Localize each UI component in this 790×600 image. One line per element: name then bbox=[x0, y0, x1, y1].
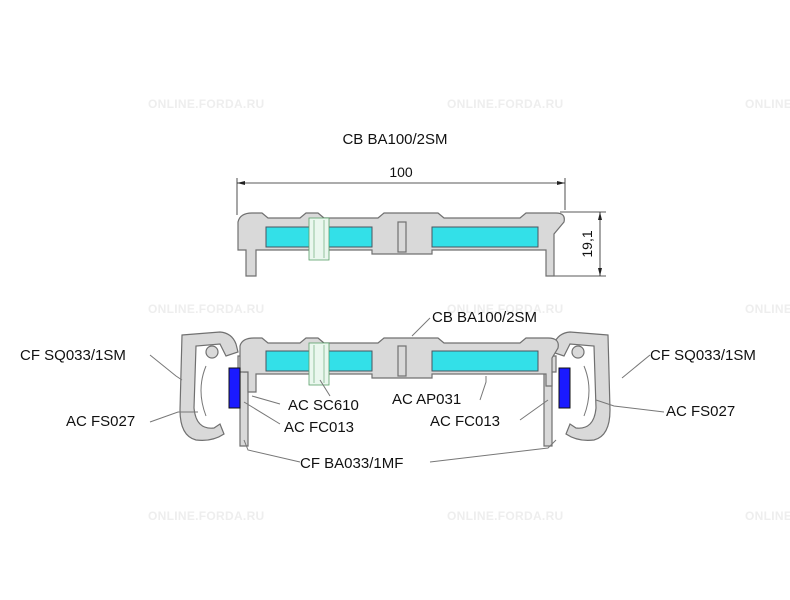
leader-base-right bbox=[429, 439, 557, 463]
screw-outline bbox=[308, 217, 330, 261]
watermark: ONLINE.FORDA.RU bbox=[745, 97, 790, 111]
watermark: ONLINE.FORDA.RU bbox=[148, 302, 265, 316]
dimension-arrow-right bbox=[557, 181, 565, 185]
seal-left bbox=[228, 367, 241, 409]
leader-side-left bbox=[149, 354, 183, 381]
top-view: 100 19,1 bbox=[236, 164, 606, 277]
side-profile-right-bead bbox=[571, 345, 585, 359]
side-profile-left bbox=[179, 331, 239, 441]
label-clip-right: AC FC013 bbox=[430, 413, 500, 430]
label-side-profile-left: CF SQ033/1SM bbox=[20, 347, 126, 364]
label-main-profile: CB BA100/2SM bbox=[432, 309, 537, 326]
leader-clip-left-2 bbox=[243, 401, 281, 425]
profile-center-rib bbox=[397, 221, 407, 253]
label-base-profile: CF BA033/1MF bbox=[300, 455, 403, 472]
drawing-title: CB BA100/2SM bbox=[342, 131, 447, 148]
leader-cover-left bbox=[149, 411, 198, 423]
assembly-view bbox=[179, 331, 611, 447]
label-screw: AC SC610 bbox=[288, 397, 359, 414]
screw-outline bbox=[308, 342, 330, 386]
insert-strip-right bbox=[431, 350, 539, 372]
leader-insert bbox=[479, 376, 487, 401]
label-cover-left: AC FS027 bbox=[66, 413, 135, 430]
watermark: ONLINE.FORDA.RU bbox=[447, 97, 564, 111]
cover-arc-left bbox=[200, 365, 207, 417]
profile-center-rib bbox=[397, 345, 407, 377]
insert-strip-right bbox=[431, 226, 539, 248]
label-clip-left: AC FC013 bbox=[284, 419, 354, 436]
leader-clip-right bbox=[519, 399, 549, 421]
dimension-arrow-top bbox=[598, 212, 602, 220]
cover-arc-right bbox=[583, 365, 590, 417]
watermark: ONLINE.FORDA.RU bbox=[447, 302, 564, 316]
leader-lines bbox=[149, 317, 665, 463]
dimension-arrow-left bbox=[237, 181, 245, 185]
height-dimension-text: 19,1 bbox=[579, 230, 595, 257]
leader-clip-left bbox=[251, 395, 281, 405]
leader-cover-right bbox=[595, 399, 665, 413]
seal-right bbox=[558, 367, 571, 409]
dimension-arrow-bottom bbox=[598, 268, 602, 276]
width-dimension-text: 100 bbox=[389, 164, 413, 180]
leader-main-profile bbox=[411, 317, 431, 337]
label-cover-right: AC FS027 bbox=[666, 403, 735, 420]
watermark: ONLINE.FORDA.RU bbox=[447, 509, 564, 523]
leader-side-right bbox=[621, 354, 651, 379]
side-profile-left-bead bbox=[205, 345, 219, 359]
leader-screw bbox=[319, 379, 331, 397]
watermark: ONLINE.FORDA.RU bbox=[148, 97, 265, 111]
watermark: ONLINE.FORDA.RU bbox=[745, 302, 790, 316]
label-side-profile-right: CF SQ033/1SM bbox=[650, 347, 756, 364]
watermark: ONLINE.FORDA.RU bbox=[745, 509, 790, 523]
watermark-layer: ONLINE.FORDA.RU ONLINE.FORDA.RU ONLINE.F… bbox=[148, 97, 790, 523]
watermark: ONLINE.FORDA.RU bbox=[148, 509, 265, 523]
leader-base-left bbox=[243, 439, 301, 463]
label-insert: AC AP031 bbox=[392, 391, 461, 408]
